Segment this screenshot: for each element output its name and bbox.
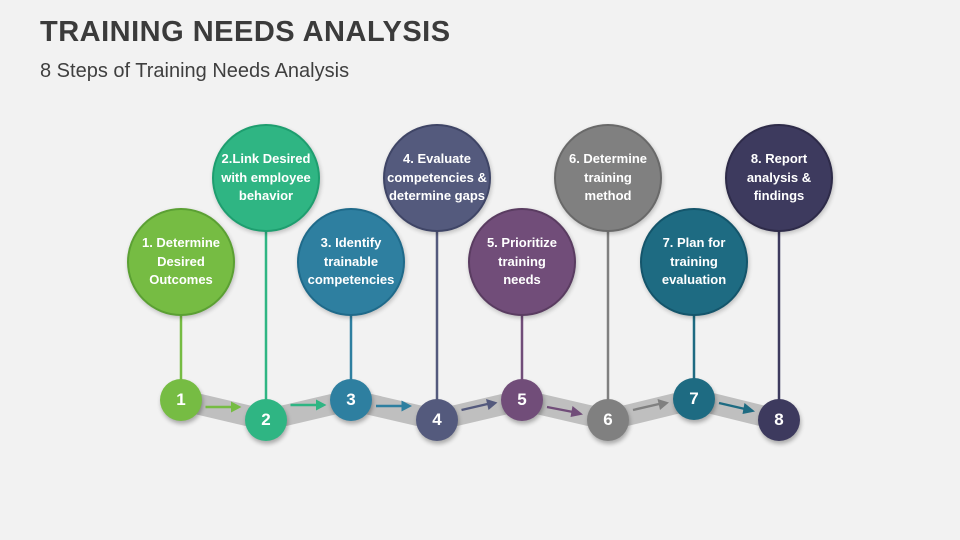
step-number-3: 3 — [346, 390, 356, 409]
step-number-6: 6 — [603, 410, 613, 429]
step-number-2: 2 — [261, 410, 271, 429]
step-number-4: 4 — [432, 410, 442, 429]
step-circle-8: 8. Report analysis & findings — [725, 124, 833, 232]
arrow-1-icon — [205, 401, 242, 413]
step-label-7: 7. Plan for training evaluation — [661, 235, 727, 288]
step-label-3: 3. Identify trainable competencies — [307, 235, 395, 288]
step-number-7: 7 — [689, 389, 699, 408]
arrow-2-icon — [290, 399, 327, 411]
step-label-8: 8. Report analysis & findings — [746, 151, 812, 204]
step-number-badge-1: 1 — [160, 379, 202, 421]
step-number-badge-5: 5 — [501, 379, 543, 421]
step-circle-3: 3. Identify trainable competencies — [297, 208, 405, 316]
step-label-4: 4. Evaluate competencies & determine gap… — [387, 151, 487, 204]
step-number-badge-4: 4 — [416, 399, 458, 441]
step-number-badge-6: 6 — [587, 399, 629, 441]
step-circle-4: 4. Evaluate competencies & determine gap… — [383, 124, 491, 232]
arrow-3-icon — [376, 400, 412, 412]
arrow-7-icon — [718, 401, 755, 414]
step-number-badge-2: 2 — [245, 399, 287, 441]
step-number-badge-7: 7 — [673, 378, 715, 420]
step-number-5: 5 — [517, 390, 527, 409]
step-number-1: 1 — [176, 390, 186, 409]
slide-subtitle: 8 Steps of Training Needs Analysis — [40, 60, 350, 82]
step-circle-2: 2.Link Desired with employee behavior — [212, 124, 320, 232]
arrow-6-icon — [632, 399, 669, 412]
step-label-2: 2.Link Desired with employee behavior — [221, 151, 311, 204]
step-circle-5: 5. Prioritize training needs — [468, 208, 576, 316]
step-circle-6: 6. Determine training method — [554, 124, 662, 232]
step-circle-7: 7. Plan for training evaluation — [640, 208, 748, 316]
step-label-1: 1. Determine Desired Outcomes — [141, 235, 221, 288]
step-number-8: 8 — [774, 410, 784, 429]
step-circle-1: 1. Determine Desired Outcomes — [127, 208, 235, 316]
arrow-4-icon — [461, 399, 498, 412]
step-number-badge-3: 3 — [330, 379, 372, 421]
slide-title: TRAINING NEEDS ANALYSIS — [40, 16, 451, 48]
step-label-6: 6. Determine training method — [568, 151, 648, 204]
step-number-badge-8: 8 — [758, 399, 800, 441]
arrow-5-icon — [546, 405, 583, 417]
step-label-5: 5. Prioritize training needs — [486, 235, 558, 288]
